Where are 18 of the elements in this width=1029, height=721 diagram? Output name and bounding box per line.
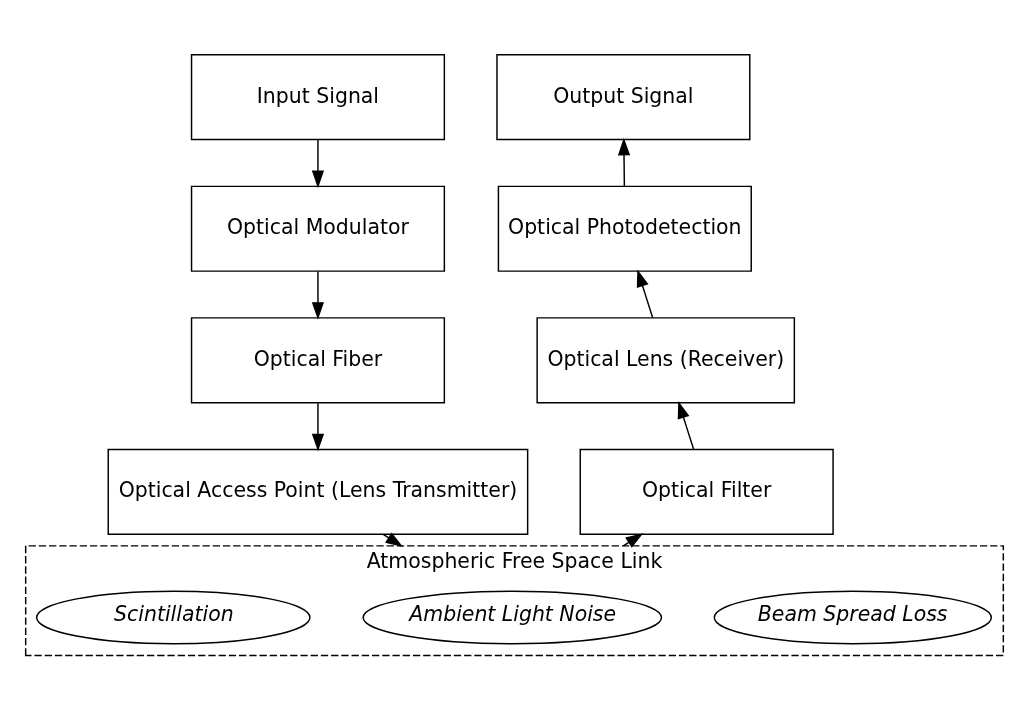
node-ellipse: Beam Spread Loss	[713, 589, 993, 644]
arrow	[311, 270, 325, 320]
node-box: Output Signal	[496, 53, 751, 140]
arrow	[677, 400, 695, 450]
node-box: Optical Access Point (Lens Transmitter)	[107, 448, 529, 535]
node-box: Optical Photodetection	[497, 185, 752, 272]
arrow	[617, 137, 631, 187]
node-box: Optical Filter	[579, 448, 834, 535]
arrow	[311, 138, 325, 188]
arrow	[311, 401, 325, 451]
node-box: Optical Fiber	[190, 316, 446, 403]
node-ellipse: Ambient Light Noise	[362, 589, 663, 644]
arrow	[382, 531, 404, 547]
node-box: Optical Lens (Receiver)	[536, 316, 796, 403]
node-box: Input Signal	[190, 53, 446, 140]
node-ellipse: Scintillation	[35, 589, 311, 644]
arrow	[636, 269, 654, 318]
node-box: Optical Modulator	[190, 185, 446, 272]
